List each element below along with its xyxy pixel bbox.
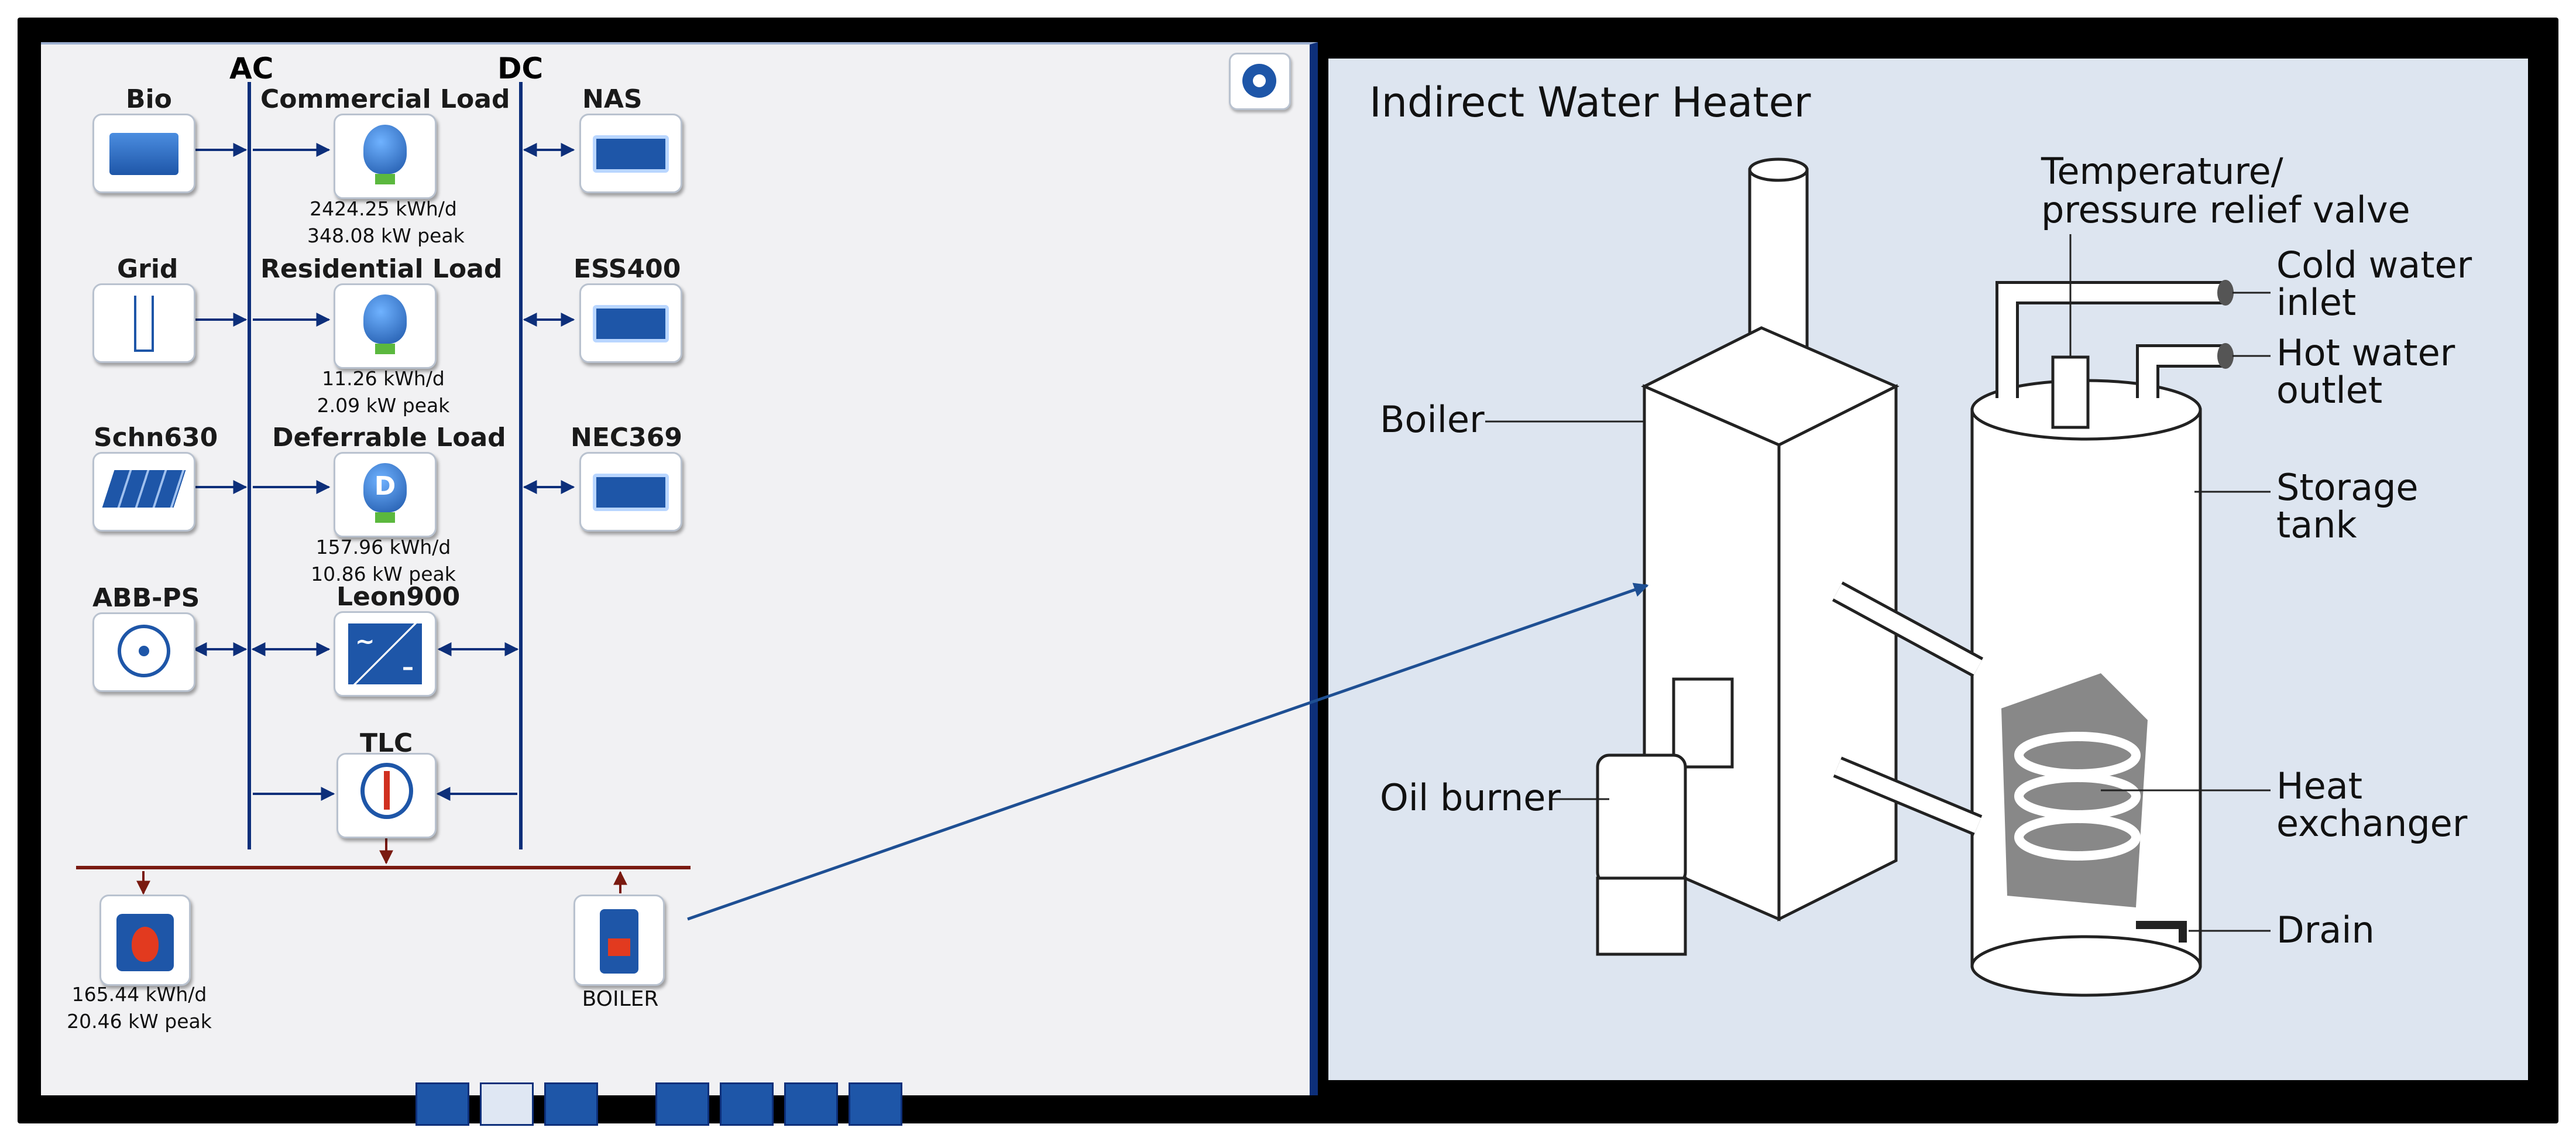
cloud-icon[interactable] [784,1082,838,1126]
dollar-icon[interactable] [655,1082,709,1126]
cold-water-label-2: inlet [2276,281,2357,324]
battery-icon [593,305,669,342]
grid-label: Grid [117,254,178,284]
thermal-load-stats: 165.44 kWh/d 20.46 kW peak [51,981,227,1035]
boiler-component[interactable] [573,895,665,986]
nas-label: NAS [582,84,643,114]
thermal-peak: 20.46 kW peak [67,1010,212,1033]
dc-bus-label: DC [497,52,544,85]
oil-burner-label: Oil burner [1380,776,1561,819]
abb-ps-generator[interactable] [92,612,195,692]
grid-connection[interactable] [92,283,195,363]
transmission-tower-icon [134,296,154,352]
storage-tank-label-1: Storage [2276,466,2419,509]
commercial-energy: 2424.25 kWh/d [310,197,457,220]
residential-peak: 2.09 kW peak [317,394,450,417]
residential-load-label: Residential Load [260,254,503,284]
heat-exchanger-label-2: exchanger [2276,802,2468,845]
thermal-energy: 165.44 kWh/d [71,983,207,1006]
thermal-load[interactable] [99,895,191,986]
commercial-peak: 348.08 kW peak [307,224,465,247]
schn630-pv[interactable] [92,452,195,532]
boiler-callout: Boiler [1380,398,1485,441]
nas-battery[interactable] [579,114,682,193]
power-plant-icon [109,133,178,175]
boiler-label: BOILER [582,987,659,1011]
generator-icon [118,625,170,677]
hot-water-label-1: Hot water [2276,331,2455,374]
hot-water-label-2: outlet [2276,369,2383,412]
nec369-battery[interactable] [579,452,682,532]
battery-icon [593,135,669,173]
cube-icon[interactable] [720,1082,774,1126]
deferrable-peak: 10.86 kW peak [311,563,456,585]
heat-exchanger-label-1: Heat [2276,765,2363,807]
residential-energy: 11.26 kWh/d [322,367,445,390]
leon900-converter[interactable]: ~ – [334,611,437,697]
residential-load[interactable] [334,283,437,369]
temp-valve-label-2: pressure relief valve [2041,189,2410,231]
diagram-title: Indirect Water Heater [1369,78,1811,126]
system-schematic-panel: AC DC Bio Grid Schn630 ABB-PS Commercial… [41,42,1318,1126]
temp-valve-label-1: Temperature/ [2041,150,2283,193]
bio-generator[interactable] [92,114,195,193]
wind-icon[interactable] [480,1082,534,1126]
schn630-label: Schn630 [94,423,218,453]
cold-water-label-1: Cold water [2276,244,2472,286]
target-icon[interactable] [415,1082,469,1126]
ac-bus-label: AC [229,52,274,85]
deferrable-bulb-icon: D [363,463,407,512]
deferrable-load-label: Deferrable Load [272,423,506,453]
residential-load-stats: 11.26 kWh/d 2.09 kW peak [307,365,459,419]
light-bulb-icon [363,294,407,344]
storage-tank-label-2: tank [2276,503,2357,546]
refresh-icon[interactable] [849,1082,902,1126]
tlc-unit[interactable] [336,753,437,838]
ess400-label: ESS400 [573,254,681,284]
battery-icon [593,474,669,511]
solar-panel-icon [102,470,186,508]
water-heater-diagram: Indirect Water Heater [1328,59,2528,1080]
abb-ps-label: ABB-PS [92,583,200,613]
leon900-label: Leon900 [336,582,461,612]
ess400-battery[interactable] [579,283,682,363]
deferrable-load[interactable]: D [334,452,437,537]
drain-label: Drain [2276,909,2375,951]
deferrable-energy: 157.96 kWh/d [315,536,451,558]
bio-label: Bio [126,84,172,114]
commercial-load-stats: 2424.25 kWh/d 348.08 kW peak [307,196,465,249]
commercial-load-label: Commercial Load [260,84,510,114]
schematic-wires [76,82,691,895]
light-bulb-icon [363,125,407,174]
deferrable-load-stats: 157.96 kWh/d 10.86 kW peak [307,534,459,588]
wave-icon[interactable] [544,1082,598,1126]
water-heater-illustration [1485,157,2271,997]
converter-icon: ~ – [348,623,422,684]
commercial-load[interactable] [334,114,437,199]
settings-icon[interactable] [1229,53,1291,110]
nec369-label: NEC369 [571,423,683,453]
